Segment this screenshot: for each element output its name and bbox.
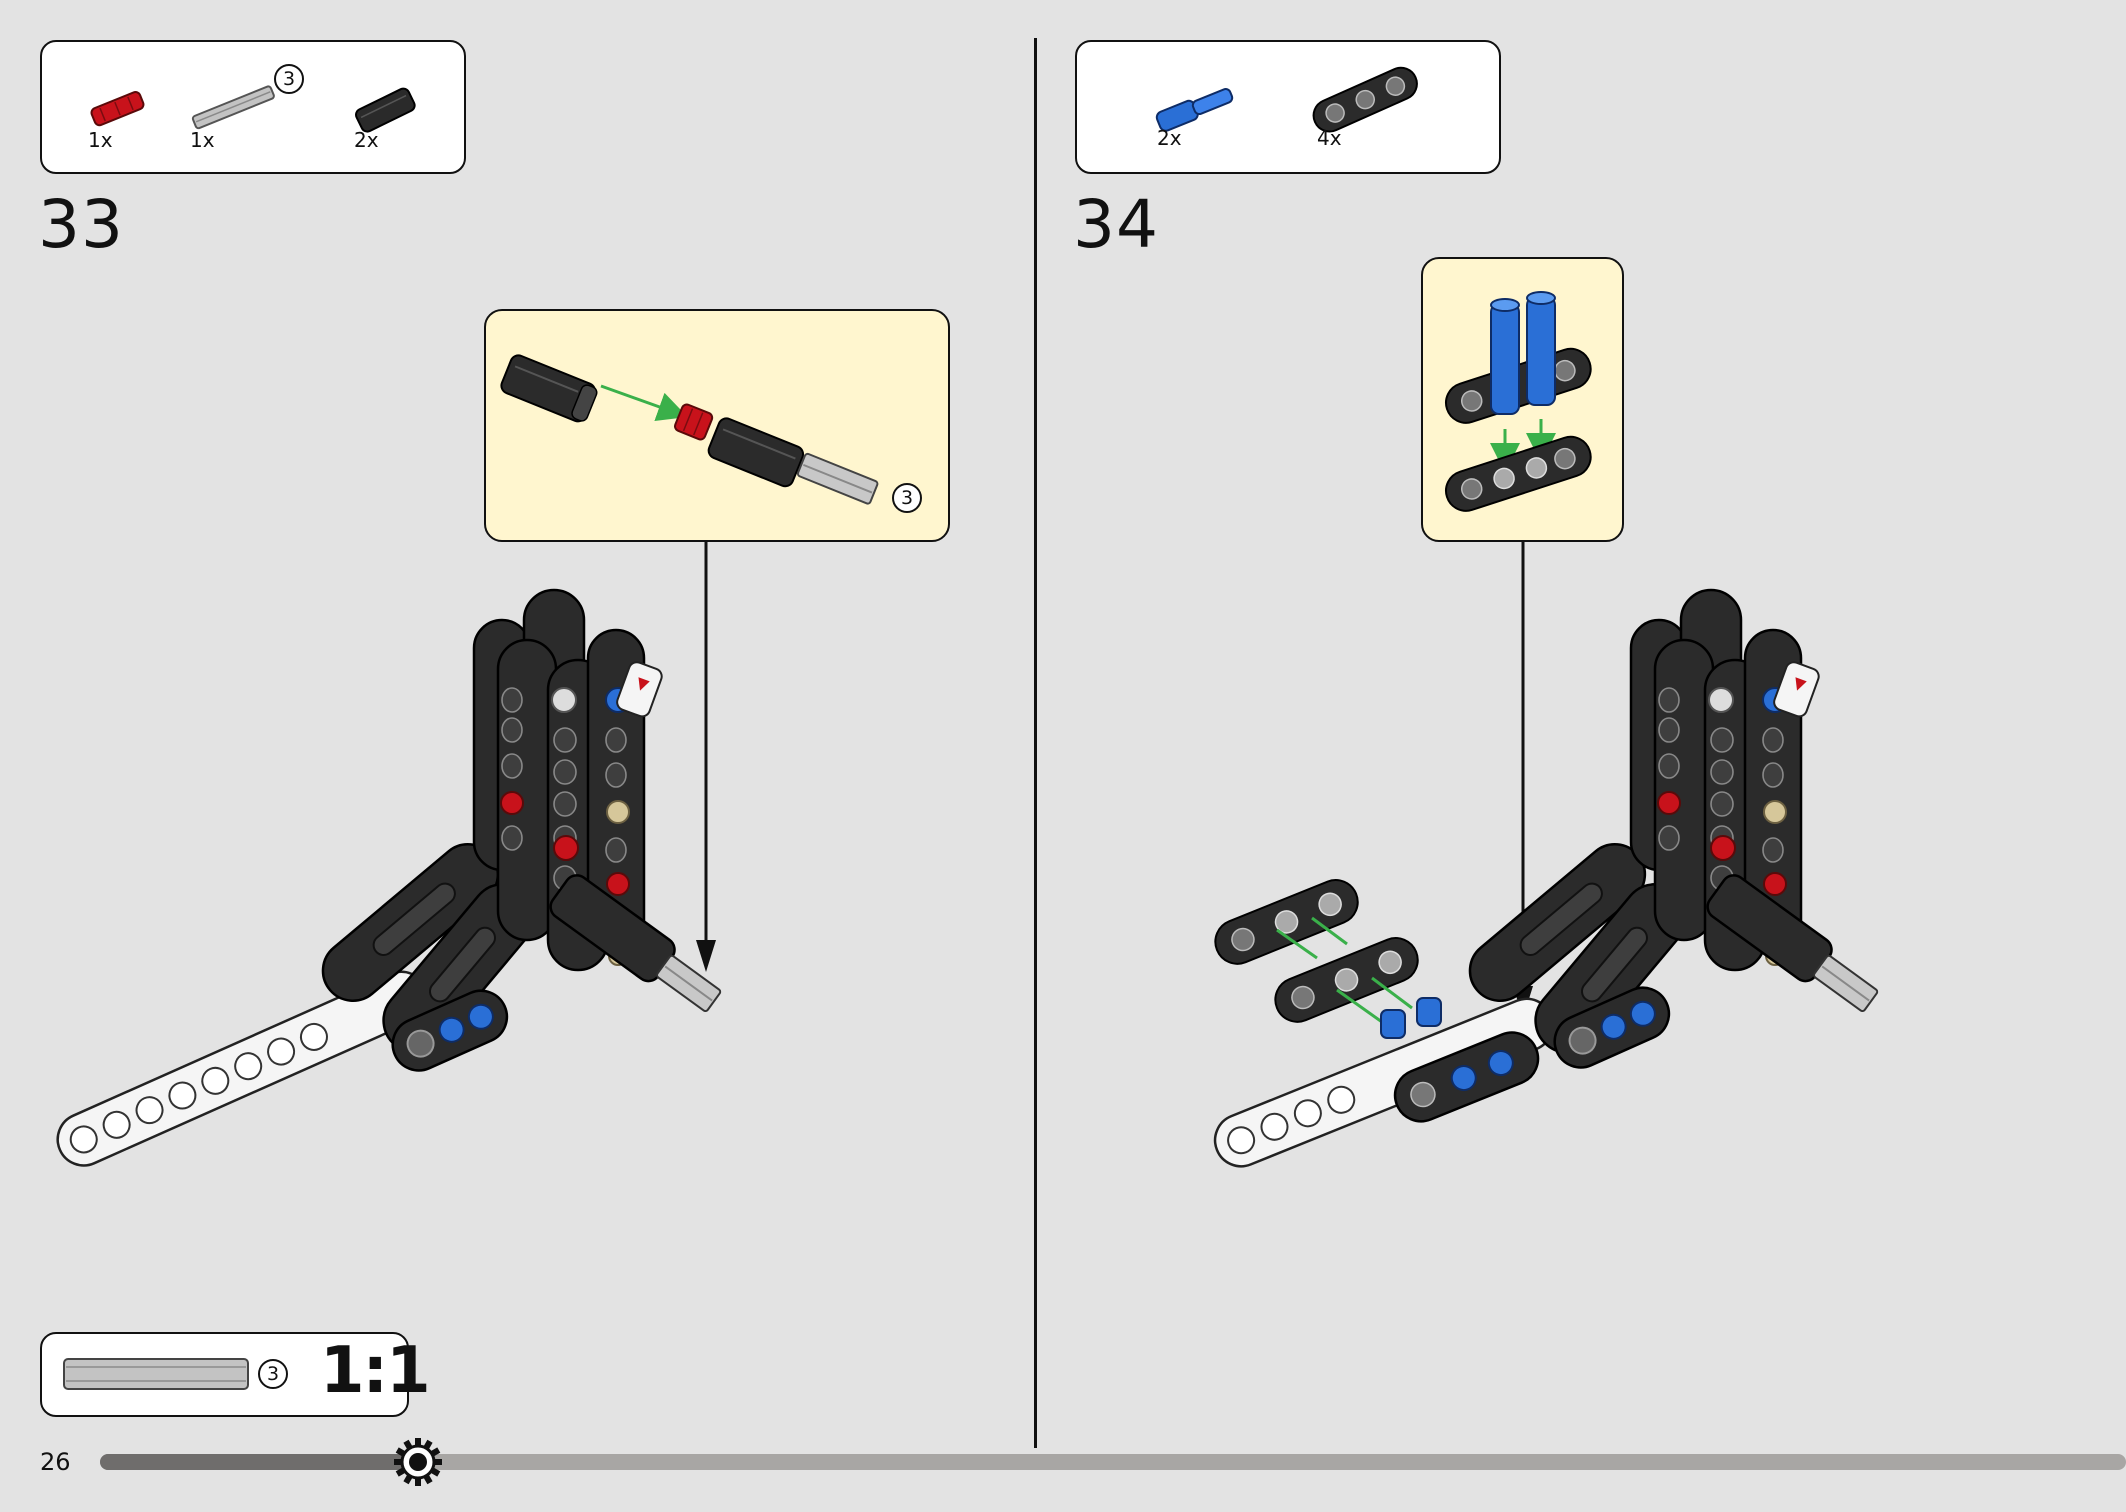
part-quantity: 1x [190,128,215,152]
callout-illustration [1445,291,1592,512]
red-axle-connector-icon [90,91,145,127]
part-quantity: 4x [1317,126,1342,150]
parts-list-illustrations [1155,66,1418,133]
black-axle-connector-icon [355,87,416,133]
page-number: 26 [40,1448,71,1476]
step-number: 34 [1073,186,1159,263]
part-quantity: 2x [1157,126,1182,150]
step-number: 33 [38,186,124,263]
axle-scale-illustration [63,1358,249,1390]
progress-gear-icon [394,1438,442,1486]
blue-pin-icon [1155,88,1234,132]
axle-length-badge: 3 [258,1359,288,1389]
part-quantity: 2x [354,128,379,152]
parts-list-step-33: 1x 1x 2x 3 [40,40,466,174]
sub-assembly-callout [1421,257,1624,542]
step-34-model-illustration [1213,542,1879,1168]
parts-list-step-34: 2x 4x [1075,40,1501,174]
part-quantity: 1x [88,128,113,152]
scale-reference-box: 3 1:1 [40,1332,431,1417]
callout-illustration [500,354,879,505]
page-divider [1034,38,1037,1448]
progress-bar [100,1438,2126,1486]
axle-length-badge: 3 [892,483,922,513]
parts-list-illustrations [90,85,416,133]
black-beam-3-icon [1312,66,1418,133]
step-33-model-illustration [56,542,722,1167]
sub-assembly-callout: 3 [484,309,950,542]
axle-length-badge: 3 [274,64,304,94]
scale-ratio: 1:1 [320,1334,431,1408]
gray-axle-icon [191,85,275,130]
